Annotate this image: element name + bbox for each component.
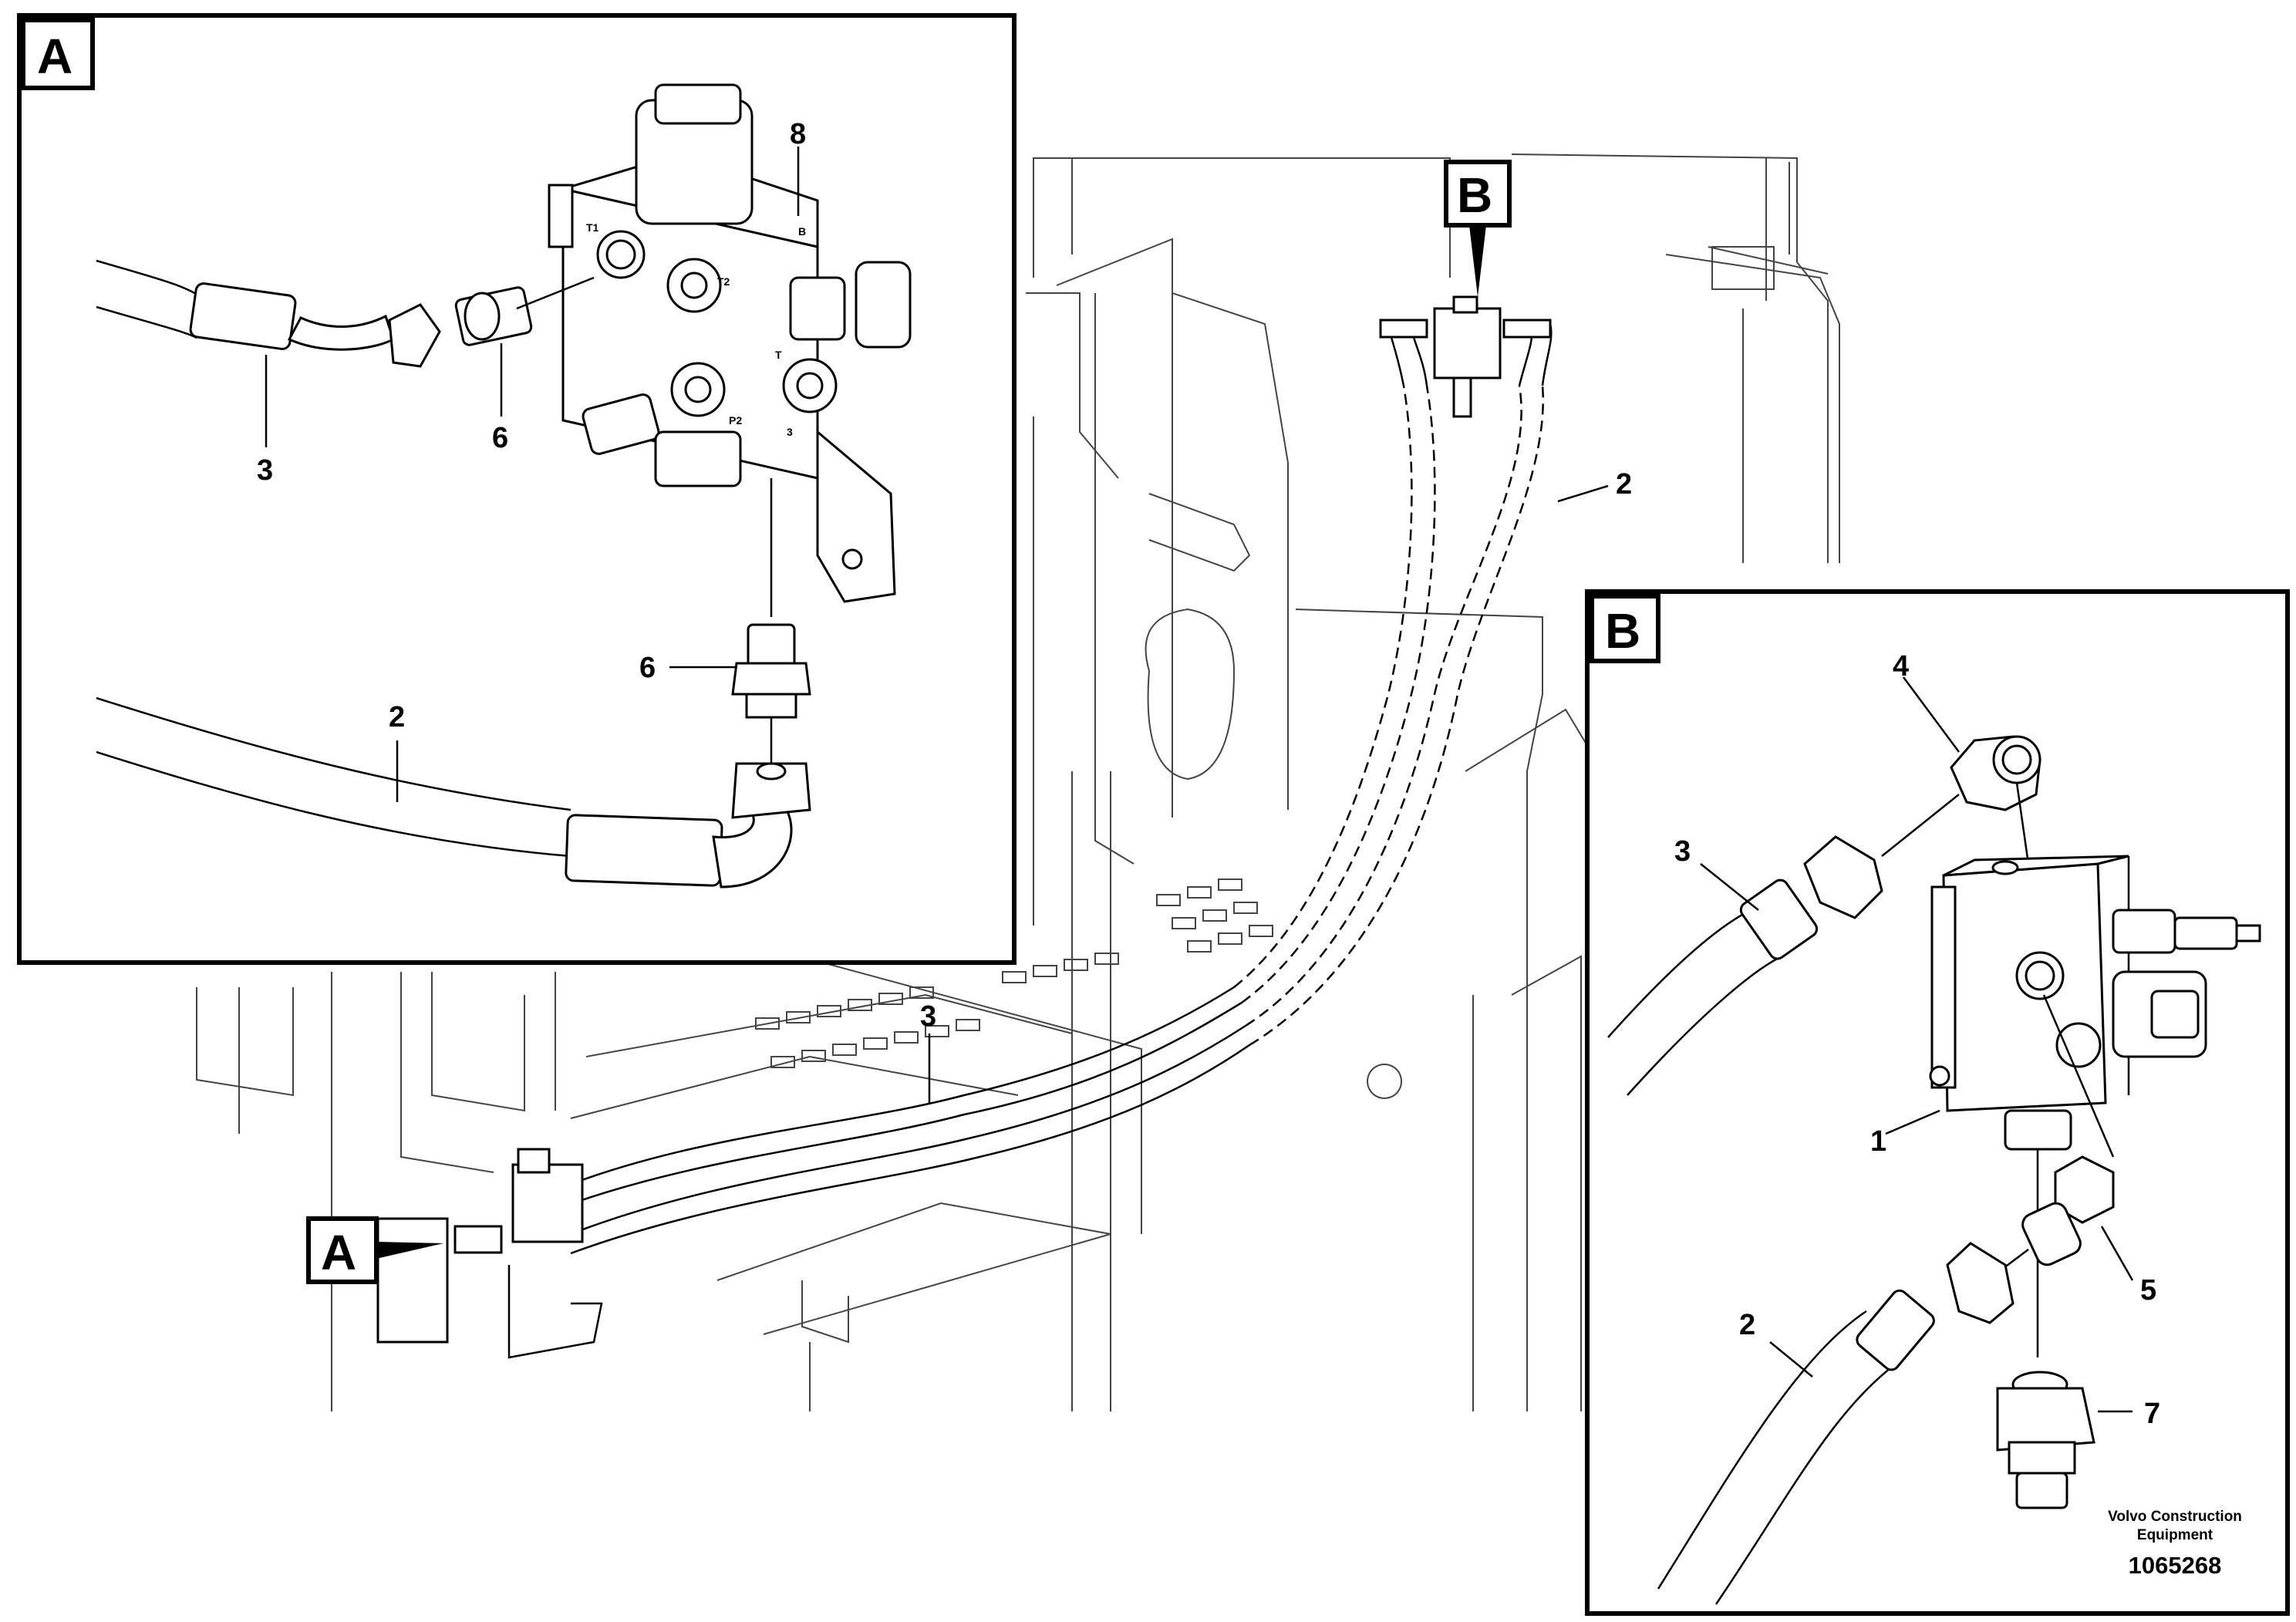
main-callout-a: A	[321, 1225, 356, 1280]
view-a-tag: A	[37, 29, 72, 84]
view-a-label-adapter-6-bottom: 6	[639, 652, 656, 684]
view-b-label-5: 5	[2140, 1274, 2156, 1307]
view-b-label-1: 1	[1870, 1125, 1886, 1158]
view-a-tag-box	[21, 18, 95, 90]
company-name-line2: Equipment	[2137, 1527, 2213, 1543]
port-3: 3	[787, 426, 793, 438]
port-t: T	[775, 349, 782, 361]
machine-frame-background	[196, 153, 1840, 1411]
view-b-label-7: 7	[2144, 1398, 2160, 1430]
main-callout-a-box	[306, 1216, 379, 1284]
floor-grate	[755, 878, 1273, 1068]
document-number: 1065268	[2129, 1552, 2222, 1579]
view-a-inset: T1 T2 B T P2 3 3 6 8 6 2 A	[17, 13, 1017, 965]
view-a-label-hose-2: 2	[389, 701, 405, 733]
view-a-label-adapter-6-top: 6	[492, 422, 508, 454]
view-b-frame	[1585, 589, 2290, 1616]
main-callouts: A B 2 3	[306, 160, 1632, 1284]
main-hose-routing	[376, 295, 1609, 1359]
view-b-inset: 4 3 1 5 2 7 B Volvo Construction Equipme…	[1585, 589, 2290, 1616]
port-t2: T2	[717, 275, 730, 288]
view-a-label-valve-8: 8	[790, 118, 806, 150]
main-label-hose-2: 2	[1616, 468, 1632, 501]
port-b: B	[798, 225, 806, 238]
view-a-label-hose-3: 3	[257, 454, 273, 487]
view-b-label-3: 3	[1674, 835, 1691, 868]
company-name-line1: Volvo Construction	[2108, 1509, 2242, 1525]
view-b-label-4: 4	[1893, 650, 1909, 683]
main-label-hose-3: 3	[920, 1000, 936, 1033]
port-t1: T1	[586, 221, 599, 234]
view-b-tag-box	[1590, 594, 1660, 663]
view-b-tag: B	[1605, 603, 1640, 659]
main-callout-b: B	[1457, 167, 1492, 223]
port-p2: P2	[729, 414, 742, 427]
view-b-label-2: 2	[1739, 1309, 1755, 1341]
